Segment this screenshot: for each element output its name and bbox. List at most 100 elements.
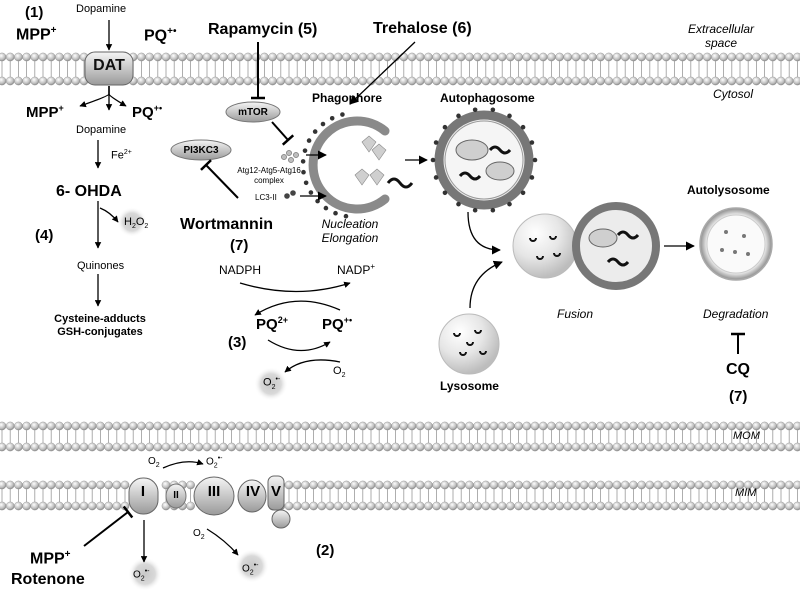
mpp-extracellular: MPP+ [16,25,57,44]
dopamine-cytosol: Dopamine [76,124,127,136]
lysosome-enzyme [453,332,461,337]
atg-complex-dot [288,157,294,163]
fusing-lysosome [512,213,578,279]
6-ohda-label: 6- OHDA [56,183,122,200]
autophagosome-lc3-dot [442,124,448,130]
degraded-fragment [742,234,746,238]
lysosome-to-fusion-arrow [469,260,503,309]
phagophore-lc3-dot [343,213,349,219]
lysosome-enzyme [474,329,482,334]
autophagosome-lc3-dot [529,140,535,145]
h2o2-glow [117,207,147,237]
phagophore-lc3-dot [303,180,309,186]
o2-bottom-arrow [206,528,239,556]
complex-5 [267,475,285,511]
lc3-dot [290,190,296,196]
autophagosome-lc3-dot [433,140,439,145]
lysosome-enzyme [479,350,487,355]
autophagosome-lc3-dot [507,201,512,207]
lysosome-enzyme [529,237,537,242]
pi3kc3-node [170,139,232,161]
cargo-squiggle [616,230,640,240]
autophagosome-lc3-dot [520,124,526,130]
autophagosome-lc3-dot [490,207,496,213]
h2o2-label: H2O2 [124,216,149,231]
lc3-dot [284,193,290,199]
wortmannin-number: (7) [230,237,249,254]
superoxide-top-label: O2•- [206,455,223,470]
phagophore-membrane [308,116,390,214]
nadp-label: NADP+ [337,262,376,277]
trehalose-to-phagophore-arrow [349,41,416,105]
wortmannin-label: Wortmannin [180,216,274,233]
atg-complex-dot [281,154,287,160]
lysosome-enzyme [536,255,544,260]
dat-to-mpp-arrow [79,86,110,108]
pq2-label: PQ2+ [256,315,288,333]
pi3kc3-label: PI3KC3 [183,145,219,156]
mpp-cytosol: MPP+ [26,103,64,121]
o2-bottom-label: O2 [193,528,205,542]
autophagosome-lc3-dot [430,157,436,163]
complex-1 [128,477,159,515]
phagophore-lc3-dot [312,129,318,134]
lysosome-enzyme [549,235,557,240]
pq-upper-arc [254,300,341,316]
mtor-node [225,101,281,123]
plasma-membrane [0,52,800,86]
cargo-protein [361,135,377,153]
pq-lower-arc [267,339,331,352]
phagophore-lc3-dot [340,112,345,117]
dopamine-extracellular: Dopamine [76,3,127,15]
pq-radical-label: PQ+• [322,315,353,333]
lysosome-label: Lysosome [440,379,499,393]
phagophore-lc3-dot [300,159,306,164]
lysosome-enzyme [553,252,561,257]
degraded-fragment [733,250,737,254]
phagophore-lc3-dot [320,121,326,127]
dat-transporter [84,51,134,86]
mim-label: MIM [735,487,757,499]
autophagosome-lc3-dot [507,113,512,119]
pq-cytosol: PQ+• [132,103,163,121]
cargo-protein [354,168,370,186]
mpp-rotenone-inhibits-complex1-bar [122,505,134,519]
complex-2 [165,483,187,509]
pathway-number-2: (2) [316,542,335,559]
degradation-label: Degradation [703,307,769,321]
fusing-autophagosome [572,202,660,290]
quinones-label: Quinones [77,260,125,272]
autophagosome-lc3-dot [529,175,535,180]
complex-5-head [271,509,291,529]
outer-mitochondrial-membrane [0,421,800,452]
rapamycin-label: Rapamycin (5) [208,21,318,38]
cargo-protein [369,168,385,186]
autophagosome-inner [444,120,524,200]
pathway-number-4: (4) [35,227,54,244]
mpp-inhibitor-label: MPP+ [30,549,71,568]
mtor-inhibits-atg-bar [281,134,295,146]
autolysosome-inner [706,214,766,274]
mom-label: MOM [733,430,760,442]
superoxide-cycle-label: O2•- [263,376,281,391]
cargo-squiggle [386,177,414,189]
autolysosome-label: Autolysosome [687,183,770,197]
autophagosome-lc3-dot [520,190,526,196]
autophagosome-to-fusion-arrow [467,211,501,255]
superoxide-glow [254,367,288,401]
cargo-protein [371,143,387,161]
wortmannin-inhibits-pi3kc3-bar [200,159,212,171]
extracellular-space-label: Extracellular space [688,22,755,50]
dat-to-pq-arrow [108,86,127,107]
o2-top-label: O2 [148,456,160,470]
fusion-label: Fusion [557,307,594,321]
phagophore-lc3-dot [315,198,320,204]
cargo-squiggle [488,145,512,155]
inner-mitochondrial-membrane [0,480,800,511]
superoxide-c3-glow [235,549,269,583]
phagophore-lc3-dot [323,205,329,211]
rotenone-label: Rotenone [11,571,85,588]
